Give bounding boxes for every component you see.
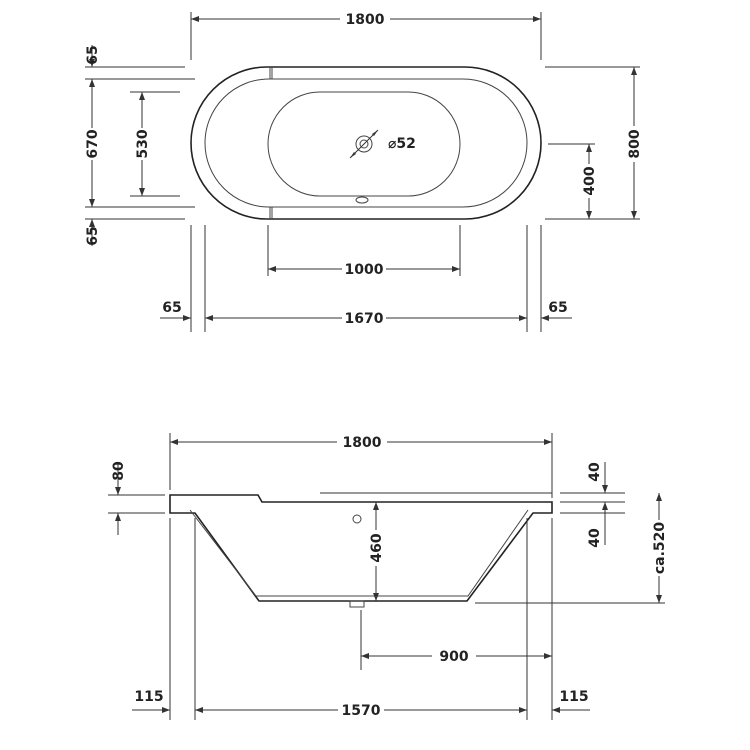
rim-height-80: 80 <box>111 461 127 481</box>
inner-width-670: 670 <box>85 129 101 158</box>
rim-bottom-65: 65 <box>85 226 101 245</box>
base-length-1570: 1570 <box>342 703 381 719</box>
tub-outer-outline <box>190 66 542 220</box>
foot-left-115: 115 <box>134 689 163 705</box>
overflow-icon <box>355 196 369 204</box>
tub-inner-rim <box>204 78 528 208</box>
top-view: ⌀52 1800 65 670 65 <box>84 10 643 332</box>
basin-width-530: 530 <box>135 129 151 158</box>
rim-right-65: 65 <box>548 300 567 316</box>
top-length-1800: 1800 <box>346 12 385 28</box>
drain-side-icon <box>349 600 365 608</box>
basin-outline <box>267 91 461 197</box>
basin-length-1000: 1000 <box>345 262 384 278</box>
rim-top-65: 65 <box>85 45 101 64</box>
rim-lower-40: 40 <box>587 528 603 548</box>
rim-left-65: 65 <box>162 300 181 316</box>
side-length-1800: 1800 <box>343 435 382 451</box>
overflow-side-icon <box>352 514 362 524</box>
drain-icon <box>349 129 379 159</box>
side-view: 1800 80 40 40 ca.520 460 <box>108 433 668 720</box>
depth-460: 460 <box>369 533 385 562</box>
rim-upper-40: 40 <box>587 462 603 482</box>
inner-length-1670: 1670 <box>345 311 384 327</box>
drain-diameter-label: ⌀52 <box>388 136 416 152</box>
tub-side-outline <box>169 494 553 602</box>
overall-width-800: 800 <box>627 129 643 158</box>
foot-right-115: 115 <box>559 689 588 705</box>
drain-offset-400: 400 <box>582 166 598 195</box>
total-height-520: ca.520 <box>652 522 668 575</box>
bottom-length-900: 900 <box>439 649 468 665</box>
